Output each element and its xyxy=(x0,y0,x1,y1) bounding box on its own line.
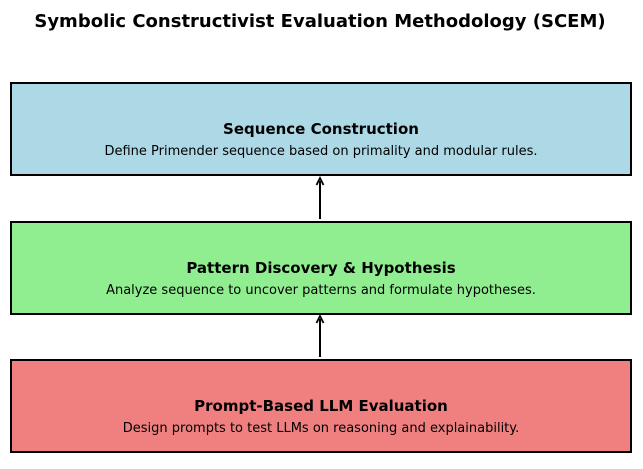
diagram-title: Symbolic Constructivist Evaluation Metho… xyxy=(34,11,606,32)
stage-title: Sequence Construction xyxy=(223,120,419,138)
stage-box-sequence-construction: Sequence Construction Define Primender s… xyxy=(10,82,632,176)
stage-title: Pattern Discovery & Hypothesis xyxy=(186,259,456,277)
stage-box-llm-evaluation: Prompt-Based LLM Evaluation Design promp… xyxy=(10,359,632,453)
arrow-up-icon xyxy=(315,175,325,219)
stage-description: Design prompts to test LLMs on reasoning… xyxy=(122,421,520,436)
stage-description: Analyze sequence to uncover patterns and… xyxy=(106,283,536,298)
stage-title: Prompt-Based LLM Evaluation xyxy=(194,397,448,415)
arrow-up-icon xyxy=(315,313,325,357)
stage-box-pattern-discovery: Pattern Discovery & Hypothesis Analyze s… xyxy=(10,221,632,315)
stage-description: Define Primender sequence based on prima… xyxy=(104,144,538,159)
